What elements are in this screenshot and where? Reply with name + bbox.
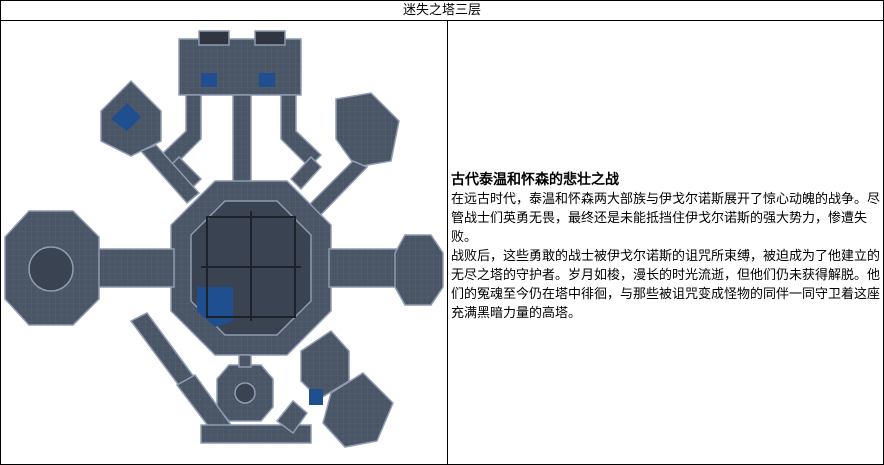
- dungeon-map: [4, 30, 444, 448]
- map-east-room: [394, 234, 444, 306]
- article-paragraph: 在远古时代，泰温和怀森两大部族与伊戈尔诺斯展开了惊心动魄的战争。尽管战士们英勇无…: [451, 192, 881, 245]
- article-paragraph: 战败后，这些勇敢的战士被伊戈尔诺斯的诅咒所束缚，被迫成为了他建立的无尽之塔的守护…: [451, 249, 881, 321]
- description-panel: 古代泰温和怀森的悲壮之战 在远古时代，泰温和怀森两大部族与伊戈尔诺斯展开了惊心动…: [448, 21, 883, 464]
- map-east-corridor: [328, 248, 400, 288]
- article-heading: 古代泰温和怀森的悲壮之战: [451, 172, 619, 188]
- page-title: 迷失之塔三层: [1, 1, 883, 21]
- map-north-corridor: [232, 94, 252, 186]
- map-southeast-chamber: [322, 372, 394, 448]
- map-panel: [1, 21, 448, 464]
- map-west-corridor: [95, 248, 175, 288]
- map-top-room: [178, 38, 302, 96]
- article: 古代泰温和怀森的悲壮之战 在远古时代，泰温和怀森两大部族与伊戈尔诺斯展开了惊心动…: [451, 171, 881, 323]
- map-northeast-room: [335, 92, 400, 168]
